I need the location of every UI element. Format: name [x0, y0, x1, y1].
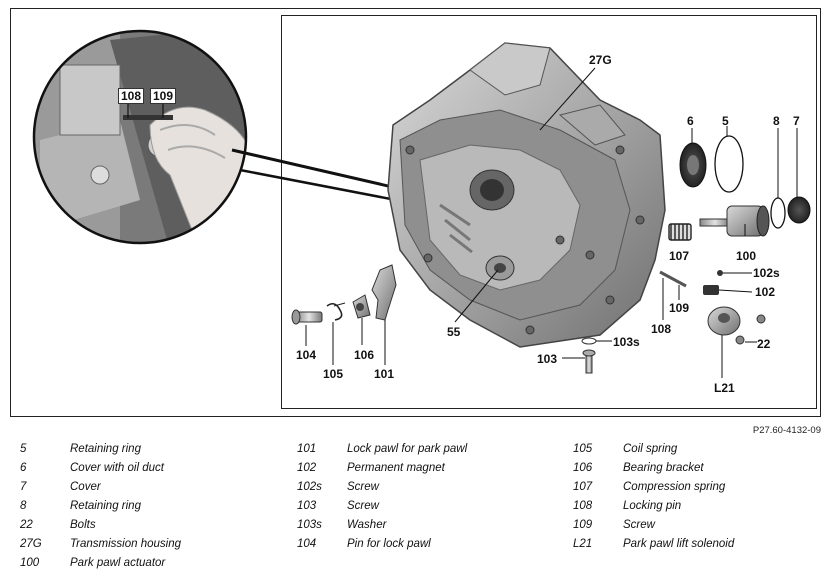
exploded-view-frame: [281, 15, 817, 409]
callout-55: 55: [447, 325, 461, 339]
exploded-view-illustration: [32, 29, 811, 378]
part-22-bolts: [735, 314, 766, 345]
callout-l21: L21: [714, 381, 735, 395]
callout-7: 7: [793, 114, 800, 128]
callout-109-detail: 109: [150, 88, 177, 104]
callout-103: 103: [537, 352, 558, 366]
part-5-retaining-ring: [714, 126, 744, 193]
part-108-109-locking-pin-screw: [659, 270, 687, 320]
callout-5: 5: [722, 114, 729, 128]
part-107-compression-spring: [668, 223, 692, 241]
callout-100: 100: [736, 249, 757, 263]
part-l21-park-pawl-lift-solenoid: [707, 306, 741, 378]
callout-8: 8: [773, 114, 780, 128]
callout-27g: 27G: [589, 53, 612, 67]
callout-105: 105: [323, 367, 344, 381]
figure-id: P27.60-4132-09: [752, 425, 821, 436]
callout-101: 101: [374, 367, 395, 381]
callout-108: 108: [651, 322, 672, 336]
part-102-permanent-magnet: [703, 270, 753, 295]
part-104-pin: [291, 309, 323, 346]
callout-107: 107: [669, 249, 690, 263]
part-8-retaining-ring: [770, 128, 786, 229]
callout-104: 104: [296, 348, 317, 362]
callout-102: 102: [755, 285, 776, 299]
callout-102s: 102s: [753, 266, 780, 280]
detail-magnifier: [32, 29, 248, 245]
callout-108-detail: 108: [118, 88, 145, 104]
transmission-housing: [387, 42, 666, 348]
callout-103s: 103s: [613, 335, 640, 349]
part-101-lock-pawl: [371, 264, 397, 365]
figure-frame: [10, 8, 821, 417]
callout-6: 6: [687, 114, 694, 128]
part-103-screw: [562, 337, 612, 374]
part-106-bearing-bracket: [352, 294, 371, 345]
part-7-cover: [787, 128, 811, 224]
callout-109: 109: [669, 301, 690, 315]
part-6-cover-oil-duct: [679, 128, 707, 188]
callout-106: 106: [354, 348, 375, 362]
callout-22: 22: [757, 337, 771, 351]
part-100-park-pawl-actuator: [699, 205, 770, 237]
part-105-coil-spring: [326, 302, 346, 365]
